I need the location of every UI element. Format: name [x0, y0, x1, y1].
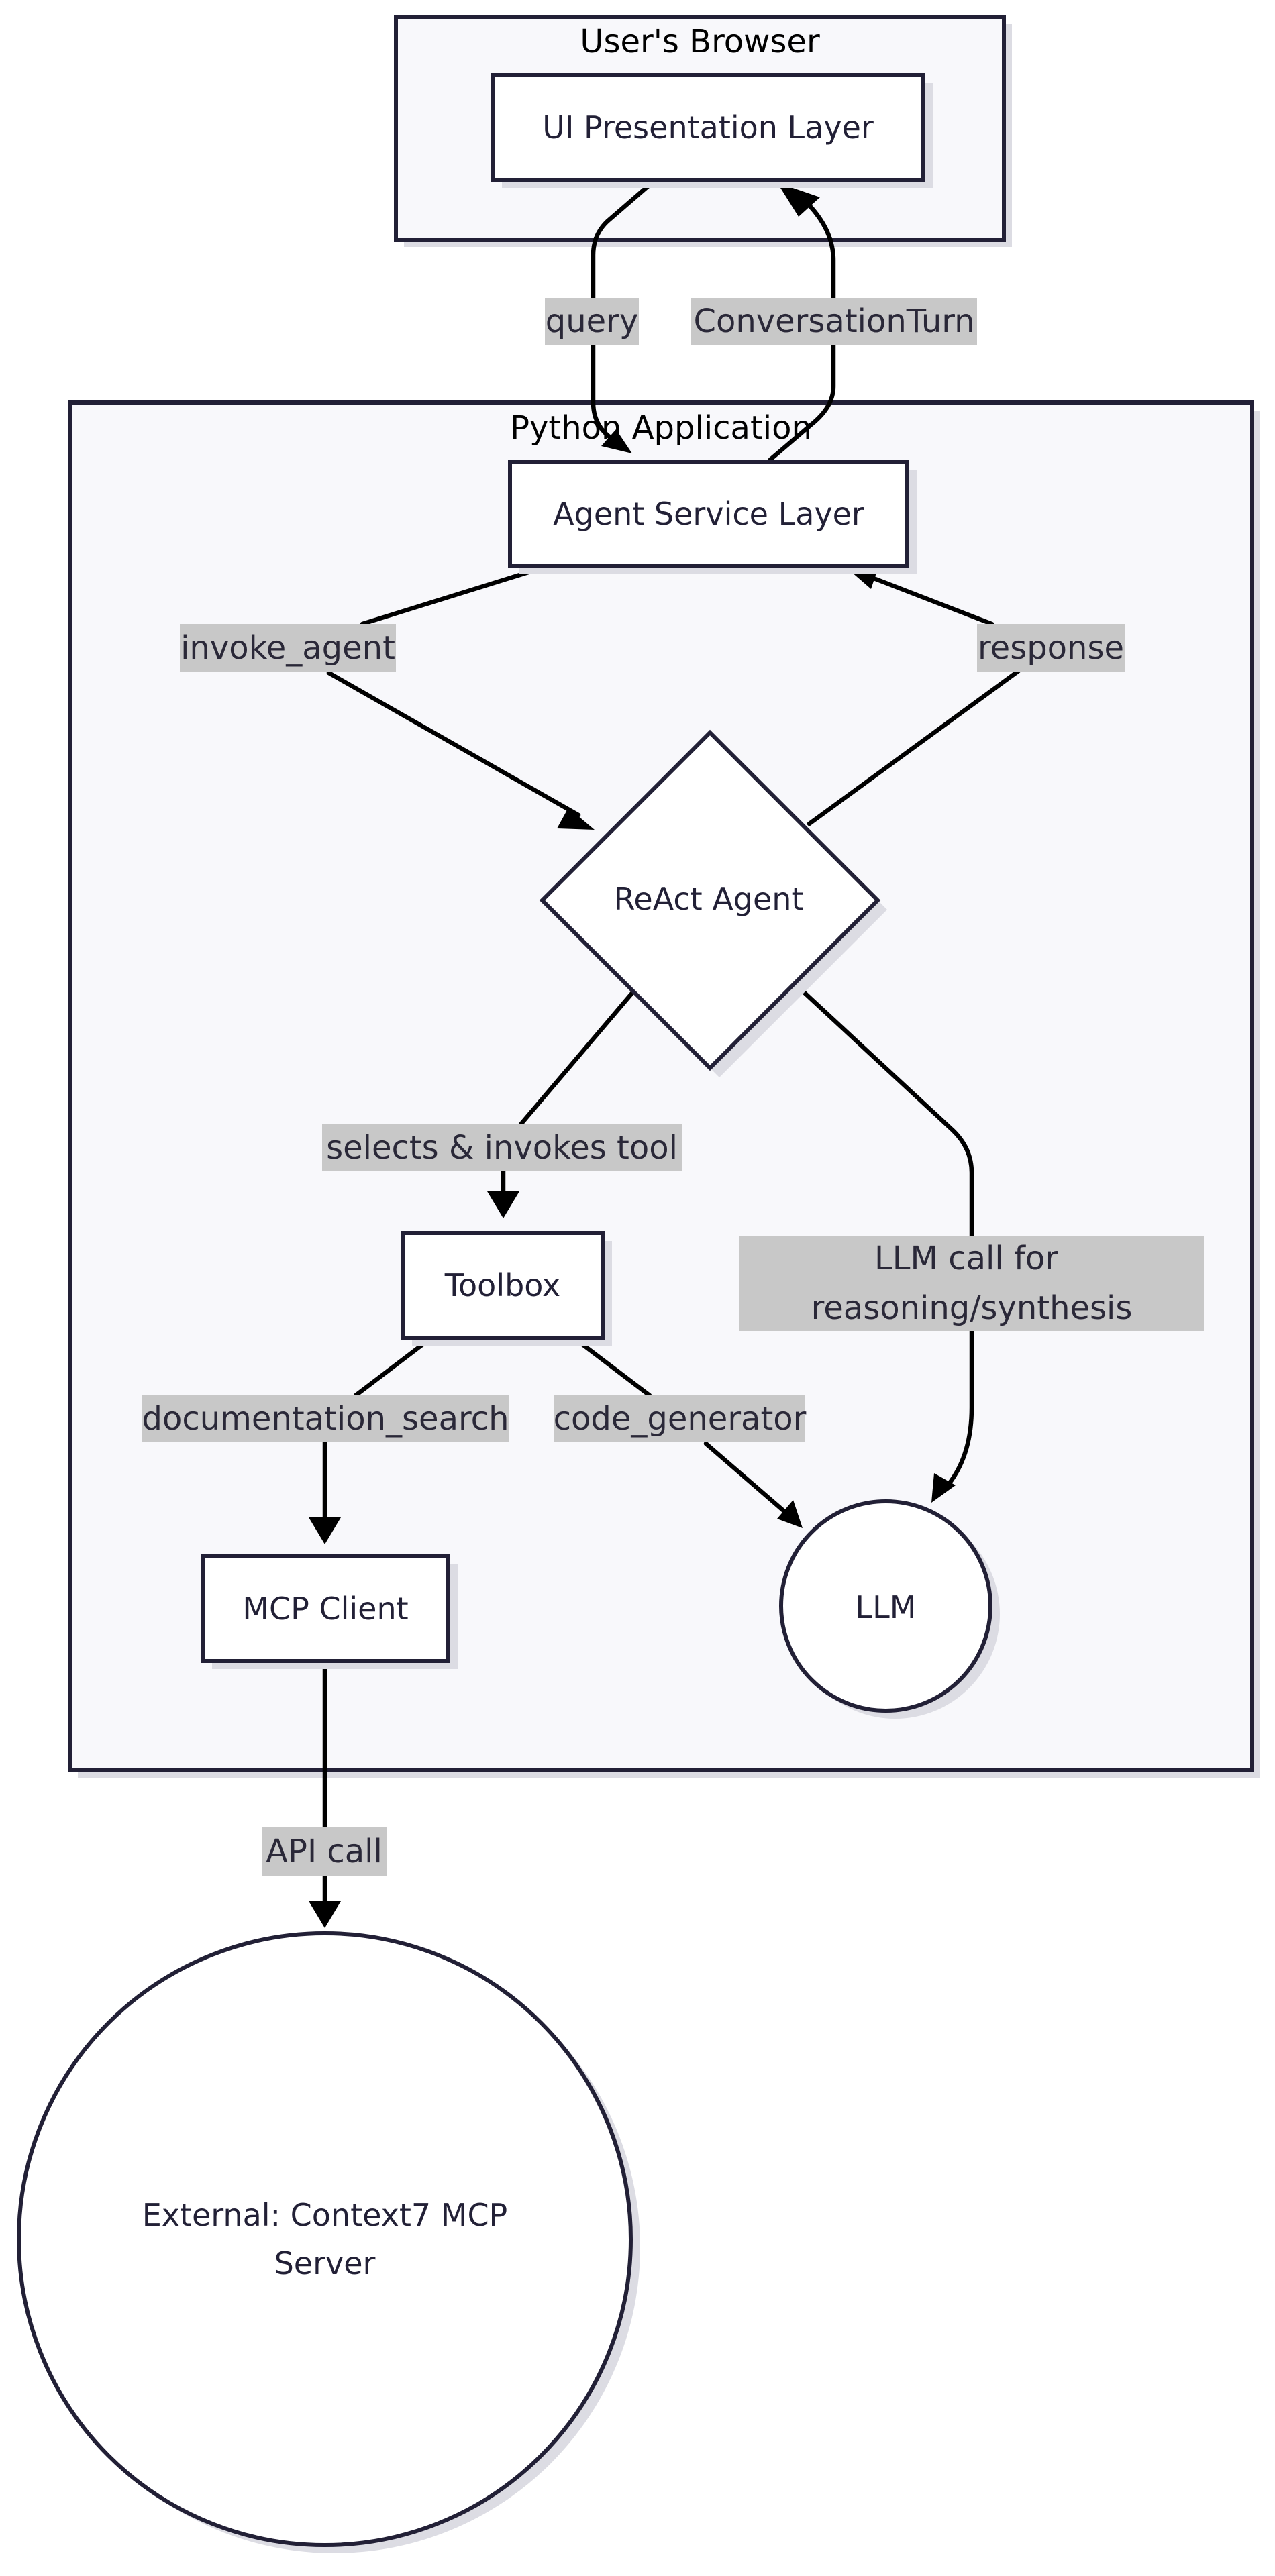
node-toolbox: Toolbox	[401, 1231, 612, 1346]
node-label-context7-line1: External: Context7 MCP	[142, 2197, 508, 2233]
edge-label-documentation-search: documentation_search	[142, 1395, 509, 1442]
edge-label-text-documentation-search: documentation_search	[142, 1400, 509, 1438]
node-label-agent-service-layer: Agent Service Layer	[553, 496, 864, 532]
edge-documentation-search	[309, 1334, 436, 1544]
edge-label-text-conversation-turn: ConversationTurn	[693, 303, 974, 340]
node-llm: LLM	[779, 1499, 1000, 1719]
edge-label-code-generator: code_generator	[554, 1395, 807, 1442]
edge-api-call	[309, 1656, 341, 1928]
cluster-title-python-application: Python Application	[510, 409, 812, 447]
edge-label-invoke-agent: invoke_agent	[180, 624, 396, 672]
edge-label-api-call: API call	[262, 1827, 387, 1876]
edge-label-text-selects-invokes: selects & invokes tool	[326, 1129, 678, 1167]
edge-label-conversation-turn: ConversationTurn	[691, 298, 977, 345]
edge-label-response: response	[977, 624, 1125, 672]
edge-invoke-agent	[326, 565, 595, 830]
cluster-title-users-browser: User's Browser	[580, 23, 820, 60]
edge-code-generator	[569, 1334, 803, 1528]
node-external-context7-mcp-server: External: Context7 MCP Server	[17, 1931, 640, 2553]
edge-label-selects-invokes: selects & invokes tool	[322, 1124, 682, 1171]
edge-llm-call	[793, 982, 974, 1503]
node-ui-presentation-layer: UI Presentation Layer	[491, 73, 933, 188]
edge-label-text-response: response	[978, 629, 1124, 667]
edge-label-text-invoke-agent: invoke_agent	[181, 629, 395, 667]
edge-label-llm-call: LLM call for reasoning/synthesis	[740, 1236, 1204, 1331]
edge-selects-invokes	[487, 989, 636, 1218]
node-label-context7-line2: Server	[274, 2245, 376, 2282]
node-label-mcp-client: MCP Client	[242, 1591, 408, 1627]
node-label-llm: LLM	[856, 1589, 917, 1625]
node-label-ui-presentation-layer: UI Presentation Layer	[542, 109, 874, 146]
node-mcp-client: MCP Client	[201, 1554, 458, 1669]
node-label-toolbox: Toolbox	[444, 1267, 561, 1303]
node-agent-service-layer: Agent Service Layer	[508, 460, 917, 574]
node-react-agent: ReAct Agent	[539, 729, 887, 1077]
edge-label-text-api-call: API call	[266, 1833, 382, 1870]
edge-label-text-query: query	[546, 303, 639, 340]
edge-label-text-llm-call-line1: LLM call for	[874, 1240, 1058, 1277]
edge-label-text-code-generator: code_generator	[554, 1400, 807, 1438]
node-label-react-agent: ReAct Agent	[614, 881, 804, 917]
edge-label-query: query	[545, 298, 639, 345]
edge-label-text-llm-call-line2: reasoning/synthesis	[811, 1289, 1133, 1327]
